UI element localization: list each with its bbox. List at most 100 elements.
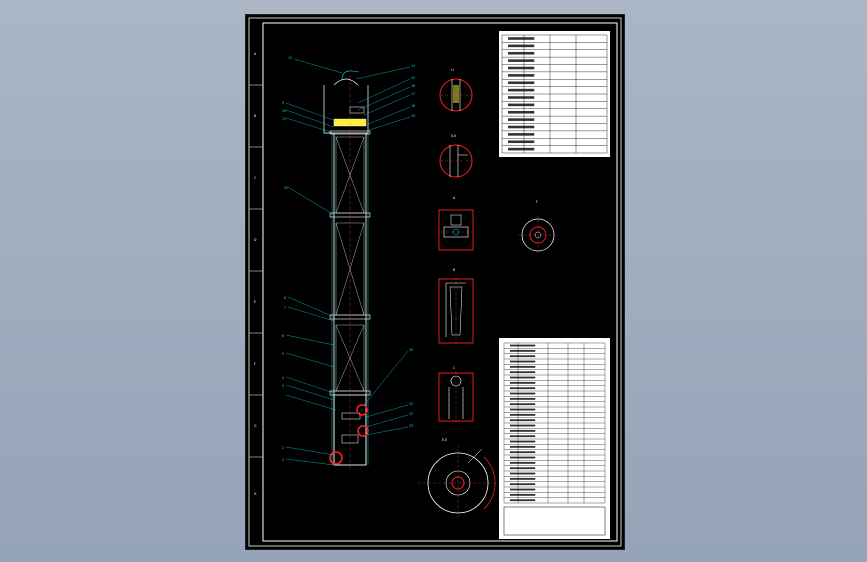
table-cell-text	[508, 66, 535, 70]
table-cell-text	[508, 59, 535, 62]
nozzle-marker	[329, 451, 343, 465]
callout-number: 20	[409, 348, 413, 352]
table-cell-text	[510, 483, 536, 486]
table-cell-text	[510, 488, 536, 491]
table-cell-text	[510, 461, 536, 464]
table-cell-text	[510, 344, 536, 347]
table-cell-text	[510, 429, 536, 432]
detail-view-1: I-I	[439, 68, 473, 112]
inner-frame	[262, 22, 618, 542]
table-cell-text	[510, 397, 536, 400]
table-cell-text	[508, 88, 535, 92]
callout-number: 4	[282, 376, 284, 380]
section-label: I-I	[451, 68, 454, 72]
callouts	[285, 58, 411, 466]
technical-spec-table	[499, 31, 610, 157]
table-cell-text	[508, 51, 535, 55]
zone-letter: C	[254, 176, 257, 180]
table-cell-text	[510, 419, 536, 422]
callout-number: 22	[409, 412, 413, 416]
zone-letter: G	[254, 424, 257, 428]
zone-letter: H	[254, 492, 257, 496]
callout-number: 13	[288, 56, 292, 60]
callout-number: 19	[411, 114, 415, 118]
table-cell-text	[510, 355, 536, 358]
table-cell-text	[510, 392, 536, 395]
table-cell-text	[510, 493, 536, 496]
table-cell-text	[508, 81, 535, 85]
callout-number: 18	[411, 104, 415, 108]
table-cell-text	[510, 477, 536, 480]
title-block	[503, 506, 606, 536]
table-cell-text	[510, 360, 536, 363]
table-cell-text	[508, 96, 535, 99]
callout-number: 14	[411, 64, 415, 68]
zone-letter: F	[254, 362, 256, 366]
callout-number: 5	[282, 352, 284, 356]
callout-numbers: 13 9 10 11 12 8 7 6 5 4 3 2 1 14 15 16 1…	[282, 56, 415, 462]
table-cell-text	[510, 435, 536, 438]
callout-number: 2	[282, 446, 284, 450]
callout-number: 6	[282, 334, 284, 338]
table-cell-text	[510, 371, 536, 374]
callout-number: 23	[409, 424, 413, 428]
table-cell-text	[510, 467, 536, 470]
callout-number: 10	[282, 109, 286, 113]
outer-frame	[248, 17, 622, 547]
zone-letter: B	[254, 114, 256, 118]
table-cell-text	[508, 44, 535, 48]
table-cell-text	[508, 140, 535, 144]
table-cell-text	[510, 381, 536, 384]
table-cell-text	[508, 125, 535, 129]
section-label: A	[453, 196, 456, 200]
zone-letter: E	[254, 300, 256, 304]
table-cell-text	[508, 110, 535, 114]
detail-view-2: II-II	[439, 134, 473, 178]
table-cell-text	[510, 472, 536, 475]
table-cell-text	[508, 74, 535, 77]
detail-view-3: A	[436, 196, 476, 251]
callout-number: 12	[284, 186, 288, 190]
zone-letter: D	[254, 238, 257, 242]
table-cell-text	[510, 456, 536, 459]
nozzle-marker	[357, 425, 369, 437]
section-label: F	[536, 200, 538, 204]
callout-number: 15	[411, 76, 415, 80]
callout-number: 16	[411, 84, 415, 88]
table-cell-text	[510, 408, 536, 411]
table-cell-text	[510, 440, 536, 443]
table-cell-text	[508, 37, 535, 40]
table-cell-text	[510, 403, 536, 406]
section-label: B	[453, 268, 455, 272]
callout-number: 3	[282, 384, 284, 388]
callout-number: 7	[284, 306, 286, 310]
detail-view-4: B	[438, 268, 474, 345]
callout-number: 9	[282, 101, 284, 105]
nozzle-marker	[356, 404, 368, 416]
detail-view-5: C	[438, 366, 474, 423]
callout-number: 21	[409, 402, 413, 406]
table-cell-text	[508, 118, 535, 121]
table-cell-text	[508, 133, 535, 136]
section-label: E-E	[442, 438, 447, 442]
table-cell-text	[510, 365, 536, 368]
table-cell-text	[510, 387, 536, 390]
tower-elevation	[323, 70, 371, 471]
callout-number: 8	[284, 296, 286, 300]
table-cell-text	[510, 376, 536, 379]
drawing-sheet: A B C D E F G H	[245, 14, 625, 550]
zone-letter: A	[254, 52, 257, 56]
table-cell-text	[508, 103, 535, 107]
table-cell-text	[510, 424, 536, 427]
callout-number: 11	[282, 117, 286, 121]
table-cell-text	[510, 451, 536, 454]
border-zones: A B C D E F G H	[249, 52, 263, 496]
table-cell-text	[510, 413, 536, 416]
section-label: C	[453, 366, 456, 370]
cad-drawing: A B C D E F G H	[248, 17, 622, 547]
table-cell-text	[508, 147, 535, 151]
ring-view: F	[518, 200, 558, 255]
table-cell-text	[510, 445, 536, 448]
plan-view: E-E	[418, 438, 498, 521]
callout-number: 17	[411, 92, 415, 96]
